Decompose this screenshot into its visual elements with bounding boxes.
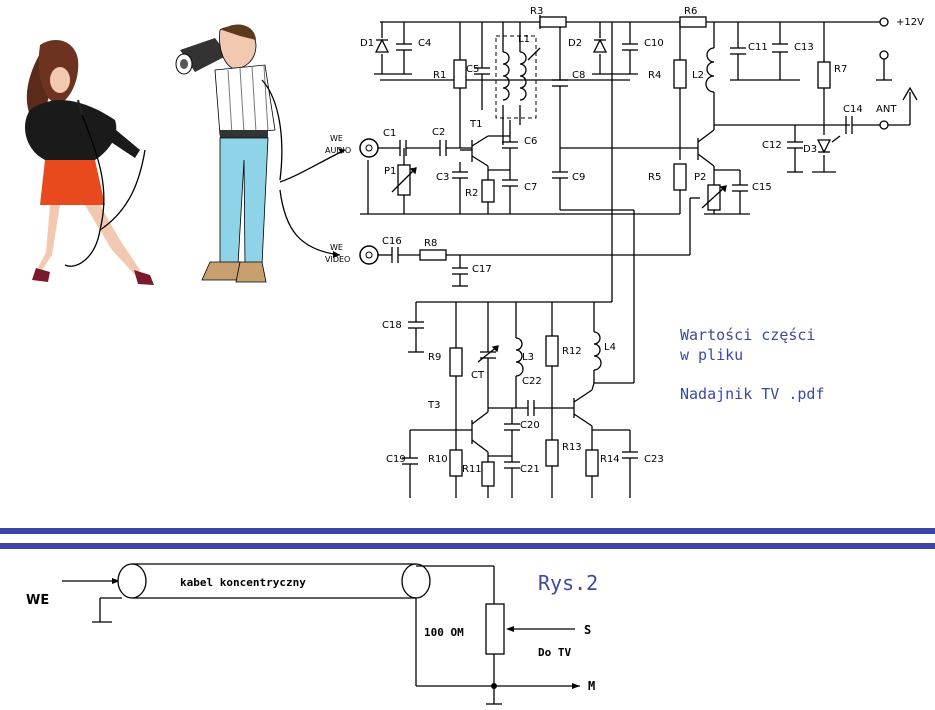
label-c5: C5	[466, 64, 479, 75]
label-p2: P2	[694, 172, 706, 183]
audio-input-label-line2: AUDIO	[325, 146, 351, 155]
resistors	[397, 16, 831, 487]
label-ct: CT	[471, 370, 485, 381]
note-line-2: w pliku	[680, 346, 743, 364]
terminal-m-label: M	[588, 679, 595, 693]
label-r6: R6	[684, 6, 697, 17]
label-r3: R3	[530, 6, 543, 17]
label-c14: C14	[843, 104, 863, 115]
label-c18: C18	[382, 320, 402, 331]
audio-input-label-line1: WE	[330, 134, 343, 143]
label-r14: R14	[600, 454, 620, 465]
label-r1: R1	[433, 70, 446, 81]
label-c9: C9	[572, 172, 585, 183]
note-line-3: Nadajnik TV .pdf	[680, 385, 825, 403]
label-c19: C19	[386, 454, 406, 465]
terminal-s-label: S	[584, 623, 591, 637]
label-p1: P1	[384, 166, 396, 177]
label-c1: C1	[383, 128, 396, 139]
component-labels: D1 C4 R1 C5 L1 R3 D2 C10 C8 R6 R4 L2 C11…	[325, 6, 924, 475]
label-r7: R7	[834, 64, 847, 75]
label-c7: C7	[524, 182, 537, 193]
audio-cable-arrow	[279, 149, 346, 183]
label-c23: C23	[644, 454, 664, 465]
fig2-input-label: WE	[26, 593, 49, 608]
label-c20: C20	[520, 420, 540, 431]
label-c3: C3	[436, 172, 449, 183]
diodes	[374, 38, 841, 154]
video-input-label-line2: VIDEO	[325, 255, 350, 264]
label-c17: C17	[472, 264, 492, 275]
figure-2-coax-adapter: Rys.2 WE kabel koncentryczny 100 OM Do T…	[26, 563, 598, 705]
video-cable-arrow	[279, 189, 341, 256]
label-c6: C6	[524, 136, 537, 147]
label-c15: C15	[752, 182, 772, 193]
antenna-label: ANT	[876, 104, 897, 115]
bottom-circuit-wiring	[402, 301, 638, 498]
label-d3: D3	[803, 144, 817, 155]
divider-top	[0, 528, 935, 534]
label-l4: L4	[604, 342, 616, 353]
note-line-1: Wartości części	[680, 326, 815, 344]
divider-bottom	[0, 543, 935, 549]
label-c4: C4	[418, 38, 431, 49]
label-c16: C16	[382, 236, 402, 247]
label-l2: L2	[692, 70, 704, 81]
label-r2: R2	[465, 188, 478, 199]
label-c13: C13	[794, 42, 814, 53]
terminals	[359, 17, 918, 265]
supply-label: +12V	[896, 17, 924, 28]
singer-illustration	[25, 40, 154, 285]
label-d1: D1	[360, 38, 374, 49]
video-input-label-line1: WE	[330, 243, 343, 252]
label-r12: R12	[562, 346, 582, 357]
label-r9: R9	[428, 352, 441, 363]
top-circuit-wiring	[360, 15, 911, 383]
resistor-100ohm-label: 100 OM	[424, 626, 464, 639]
label-c12: C12	[762, 140, 782, 151]
label-c11: C11	[748, 42, 768, 53]
label-r4: R4	[648, 70, 661, 81]
label-c21: C21	[520, 464, 540, 475]
label-r10: R10	[428, 454, 448, 465]
parts-note: Wartości części w pliku Nadajnik TV .pdf	[680, 326, 825, 403]
to-tv-label: Do TV	[538, 646, 571, 659]
label-c8: C8	[572, 70, 585, 81]
label-c22: C22	[522, 376, 542, 387]
label-t3: T3	[427, 400, 440, 411]
cameraman-illustration	[175, 24, 283, 283]
figure-2-title: Rys.2	[538, 571, 598, 595]
label-l1: L1	[518, 34, 530, 45]
label-r11: R11	[462, 464, 482, 475]
label-r5: R5	[648, 172, 661, 183]
cable-label: kabel koncentryczny	[180, 576, 306, 589]
label-r13: R13	[562, 442, 582, 453]
label-l3: L3	[522, 352, 534, 363]
label-r8: R8	[424, 238, 437, 249]
label-c2: C2	[432, 127, 445, 138]
inductors	[495, 35, 715, 377]
label-c10: C10	[644, 38, 664, 49]
label-d2: D2	[568, 38, 582, 49]
label-t1: T1	[469, 119, 482, 130]
